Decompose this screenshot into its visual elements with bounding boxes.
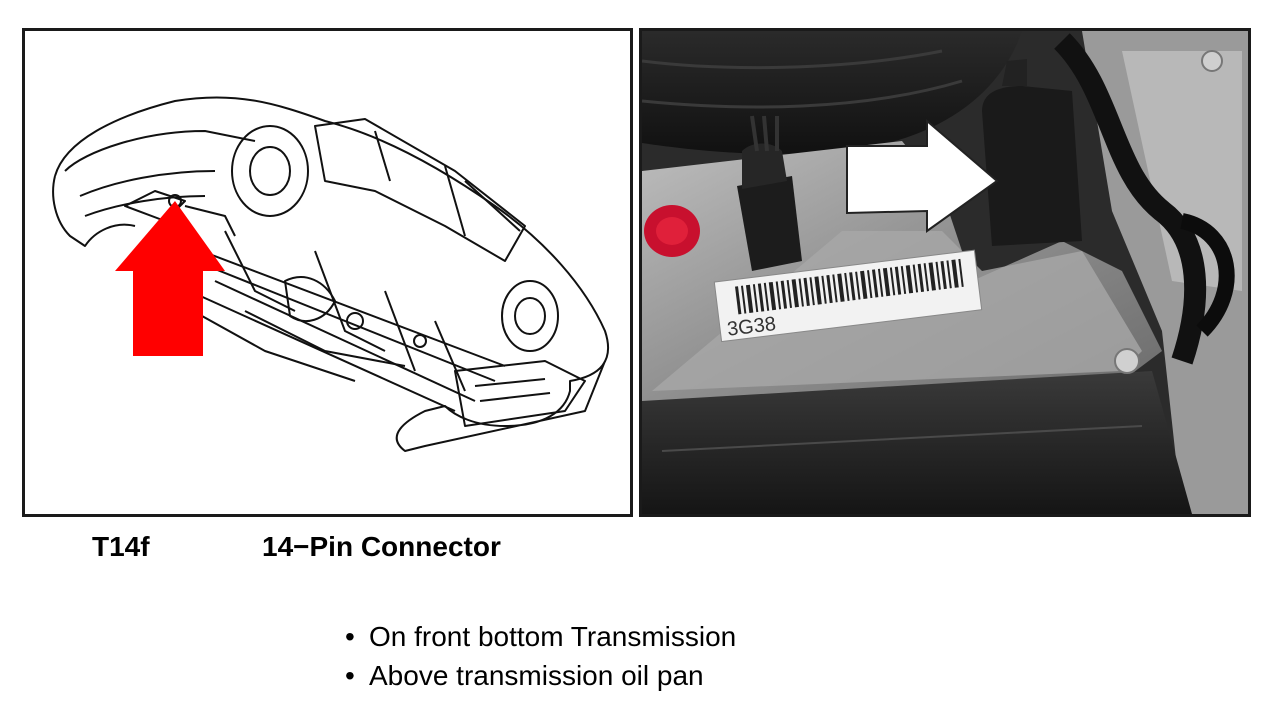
connector-code-label: T14f [92, 531, 150, 562]
vehicle-underside-drawing [52, 96, 610, 452]
connector-location-photo: 3G38 [639, 28, 1251, 517]
bullet-icon: • [345, 660, 355, 691]
vehicle-underside-diagram [22, 28, 633, 517]
white-right-arrow-icon [846, 118, 999, 233]
red-up-arrow-icon [115, 201, 225, 356]
location-note: • Above transmission oil pan [345, 656, 736, 695]
part-label: 3G38 [713, 249, 983, 343]
location-notes-list: • On front bottom Transmission • Above tra… [345, 617, 736, 695]
connector-name-label: 14−Pin Connector [262, 531, 501, 562]
bullet-icon: • [345, 621, 355, 652]
location-note-text: On front bottom Transmission [369, 621, 737, 652]
engine-bay-photo: 3G38 [642, 31, 1248, 514]
location-note-text: Above transmission oil pan [369, 660, 704, 691]
location-note: • On front bottom Transmission [345, 617, 736, 656]
